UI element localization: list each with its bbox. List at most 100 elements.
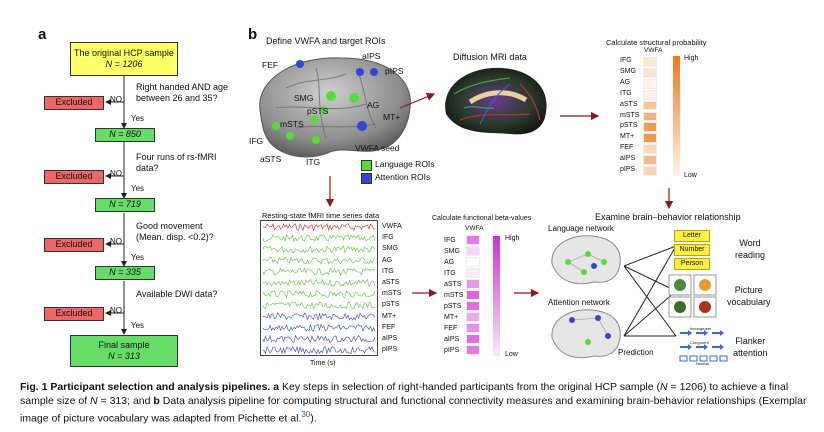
structural-row-label: AG <box>620 78 631 86</box>
functional-row-label: AG <box>444 259 455 266</box>
time-series-trace <box>262 267 376 276</box>
roi-label-mt: MT+ <box>383 112 401 122</box>
structural-row-label: ITG <box>620 89 632 97</box>
final-box-line2: N = 313 <box>108 351 140 361</box>
language-legend-label: Language ROIs <box>375 159 435 169</box>
question-4-line1: Available DWI data? <box>136 289 218 299</box>
resting-xlabel: Time (s) <box>310 360 336 367</box>
resting-row-label: VWFA <box>382 223 402 230</box>
resting-time-series <box>262 223 376 355</box>
result-box-1: N = 850 <box>95 128 155 142</box>
structural-cell <box>643 111 657 122</box>
time-series-trace <box>262 245 376 254</box>
roi-label-vwfa-seed: VWFA seed <box>355 143 400 153</box>
caption-ref: 30 <box>301 410 311 419</box>
structural-row-label: FEF <box>620 144 634 152</box>
structural-cell <box>643 144 657 155</box>
question-2: Four runs of rs-fMRI data? <box>136 152 217 174</box>
time-series-trace <box>262 323 376 333</box>
caption-part-a: a <box>273 381 280 393</box>
picture-vocabulary-label: Picture vocabulary <box>727 284 771 308</box>
caption-text-b: Data analysis pipeline for computing str… <box>20 395 807 425</box>
excluded-box-4: Excluded <box>44 307 104 321</box>
structural-cell <box>643 57 657 67</box>
flanker-neutral: Neutral <box>696 361 709 366</box>
resting-row-label: AG <box>382 256 393 264</box>
time-series-trace <box>262 223 376 232</box>
structural-colorbar <box>673 56 680 176</box>
no-label-4: NO <box>110 306 122 315</box>
result-box-3: N = 335 <box>95 266 155 280</box>
structural-cell <box>643 89 657 100</box>
start-box-line1: The original HCP sample <box>74 48 174 58</box>
attention-legend-swatch <box>361 173 372 184</box>
start-box-line2: N = 1206 <box>105 59 143 69</box>
excluded-box-3: Excluded <box>44 238 104 252</box>
functional-row-label: aSTS <box>444 281 462 288</box>
structural-cell <box>643 100 657 111</box>
structural-row-label: IFG <box>620 57 632 64</box>
diffusion-mri-image <box>445 67 547 135</box>
resting-row-label: mSTS <box>382 290 402 298</box>
caption-n1: N <box>660 381 668 393</box>
time-series-trace <box>262 256 376 265</box>
panel-a-arrows <box>105 76 127 335</box>
structural-column-label: VWFA <box>644 47 663 54</box>
roi-label-fef: FEF <box>262 60 279 70</box>
resting-row-label: IFG <box>382 234 394 242</box>
result-box-2: N = 719 <box>95 198 155 212</box>
structural-cell <box>643 155 657 165</box>
final-box-line1: Final sample <box>98 340 150 350</box>
time-series-trace <box>262 312 376 321</box>
roi-label-ifg: IFG <box>249 136 264 146</box>
attention-network-label: Attention network <box>548 298 610 307</box>
functional-row-label: ITG <box>444 270 456 277</box>
question-2-line2: data? <box>136 163 159 173</box>
functional-cell <box>466 279 480 289</box>
yes-label-4: Yes <box>131 321 145 330</box>
flanker-line2: attention <box>733 348 768 358</box>
caption-part-b: b <box>153 395 160 407</box>
time-series-trace <box>262 334 376 343</box>
word-card-person: Person <box>674 258 710 270</box>
flanker-label: Flanker attention <box>733 335 768 359</box>
pipeline-arrows <box>325 92 674 298</box>
brain-illustration <box>259 57 411 158</box>
question-1-line1: Right handed AND age <box>136 82 229 92</box>
word-reading-line2: reading <box>735 250 766 260</box>
yes-label-3: Yes <box>131 253 145 262</box>
functional-row-label: MT+ <box>444 314 459 321</box>
caption-n2: N <box>90 395 98 407</box>
structural-scale-low: Low <box>684 172 697 179</box>
functional-scale-high: High <box>505 235 520 242</box>
caption-end: ). <box>310 412 317 425</box>
structural-scale-high: High <box>684 55 699 62</box>
structural-row-label: MT+ <box>620 133 635 141</box>
no-label-3: NO <box>110 237 122 246</box>
functional-cell <box>466 246 480 256</box>
question-4: Available DWI data? <box>136 289 217 300</box>
caption-text-a: Key steps in selection of right-handed p… <box>279 381 661 393</box>
roi-label-aips: aIPS <box>362 51 381 61</box>
functional-cell <box>466 334 480 344</box>
question-3-line2: (Mean. disp. <0.2)? <box>136 232 214 242</box>
picture-vocabulary-line2: vocabulary <box>727 297 771 307</box>
flanker-incongruent: Incongruent <box>690 326 712 331</box>
prediction-label: Prediction <box>618 348 654 357</box>
functional-colorbar <box>493 236 500 356</box>
roi-label-psts: pSTS <box>307 106 329 116</box>
define-rois-title: Define VWFA and target ROIs <box>266 36 386 46</box>
caption-bold: Fig. 1 Participant selection and analysi… <box>20 381 271 393</box>
functional-column-label: VWFA <box>465 225 484 232</box>
picture-vocabulary-image <box>668 274 717 318</box>
start-box: The original HCP sample N = 1206 <box>70 42 178 76</box>
functional-row-label: FEF <box>444 325 458 332</box>
resting-title: Resting-state fMRI time series data <box>262 211 380 220</box>
language-network-brain <box>551 235 621 285</box>
resting-row-label: pSTS <box>382 301 400 309</box>
panel-a-letter: a <box>38 26 47 43</box>
roi-label-pips: pIPS <box>385 66 404 76</box>
panel-b-letter: b <box>248 26 258 43</box>
question-1-line2: between 26 and 35? <box>136 93 218 103</box>
time-series-trace <box>262 345 376 355</box>
